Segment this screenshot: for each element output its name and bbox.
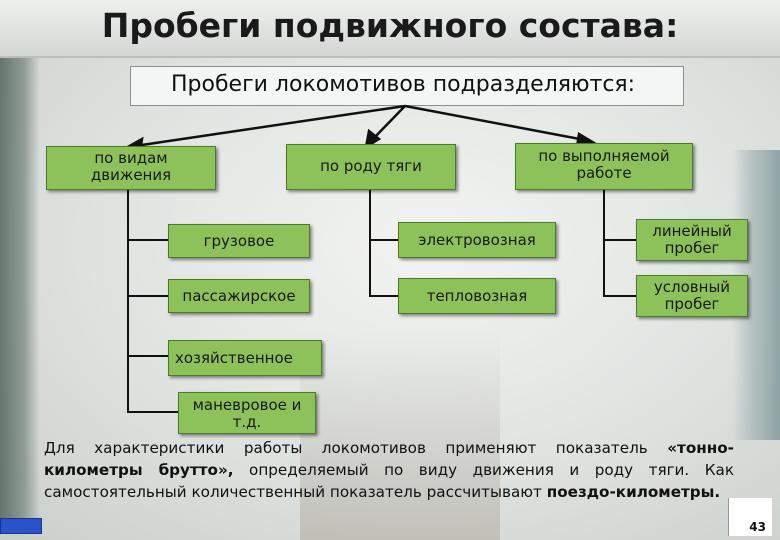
category-by-work: по выполняемой работе bbox=[515, 143, 693, 190]
subtitle-box: Пробеги локомотивов подразделяются: bbox=[130, 66, 684, 106]
item-label: пассажирское bbox=[182, 287, 296, 305]
category-label: работе bbox=[576, 164, 632, 182]
arrowhead-traction bbox=[364, 128, 382, 150]
arrow-to-traction bbox=[371, 105, 406, 141]
arrow-to-movement bbox=[134, 104, 406, 148]
category-label: движения bbox=[90, 166, 172, 184]
item-label: хозяйственное bbox=[175, 349, 293, 367]
subtitle-text: Пробеги локомотивов подразделяются: bbox=[171, 72, 636, 97]
item-label: грузовое bbox=[203, 232, 275, 250]
page-title: Пробеги подвижного состава: bbox=[101, 6, 679, 45]
movement-item-passenger: пассажирское bbox=[168, 279, 310, 313]
item-label: пробег bbox=[664, 239, 720, 257]
work-trunk bbox=[603, 190, 636, 297]
title-bar: Пробеги подвижного состава: bbox=[0, 0, 780, 58]
category-label: по видам bbox=[94, 149, 168, 167]
traction-trunk bbox=[369, 190, 398, 297]
item-label: линейный bbox=[652, 222, 732, 240]
paragraph-emphasis: «тонно-километры брутто», bbox=[44, 439, 734, 479]
traction-item-diesel: тепловозная bbox=[398, 278, 556, 314]
item-label: маневровое и bbox=[192, 396, 302, 414]
movement-item-shunting: маневровое и т.д. bbox=[178, 392, 316, 434]
category-by-traction: по роду тяги bbox=[286, 144, 456, 190]
slide-marker bbox=[0, 518, 42, 534]
description-paragraph: Для характеристики работы локомотивов пр… bbox=[44, 437, 734, 503]
movement-trunk bbox=[127, 190, 180, 413]
category-label: по роду тяги bbox=[320, 157, 422, 175]
movement-item-service: хозяйственное bbox=[168, 340, 322, 376]
item-label: т.д. bbox=[232, 413, 262, 431]
work-item-conditional: условный пробег bbox=[636, 275, 748, 317]
category-label: по выполняемой bbox=[538, 147, 670, 165]
traction-item-electric: электровозная bbox=[398, 222, 556, 258]
background-rails bbox=[300, 330, 500, 540]
paragraph-text: определяемый по виду движения и роду тяг… bbox=[44, 461, 734, 501]
paragraph-text: Для характеристики работы локомотивов пр… bbox=[44, 439, 668, 457]
movement-item-freight: грузовое bbox=[168, 224, 310, 258]
page-number: 43 bbox=[728, 498, 772, 536]
background-left-scene bbox=[0, 55, 40, 525]
category-by-movement: по видам движения bbox=[46, 146, 216, 190]
item-label: условный bbox=[653, 278, 731, 296]
item-label: электровозная bbox=[418, 231, 536, 249]
paragraph-emphasis: поездо-километры. bbox=[546, 483, 721, 501]
item-label: тепловозная bbox=[426, 287, 528, 305]
work-item-linear: линейный пробег bbox=[636, 219, 748, 261]
item-label: пробег bbox=[664, 295, 720, 313]
arrow-to-work bbox=[404, 104, 586, 142]
